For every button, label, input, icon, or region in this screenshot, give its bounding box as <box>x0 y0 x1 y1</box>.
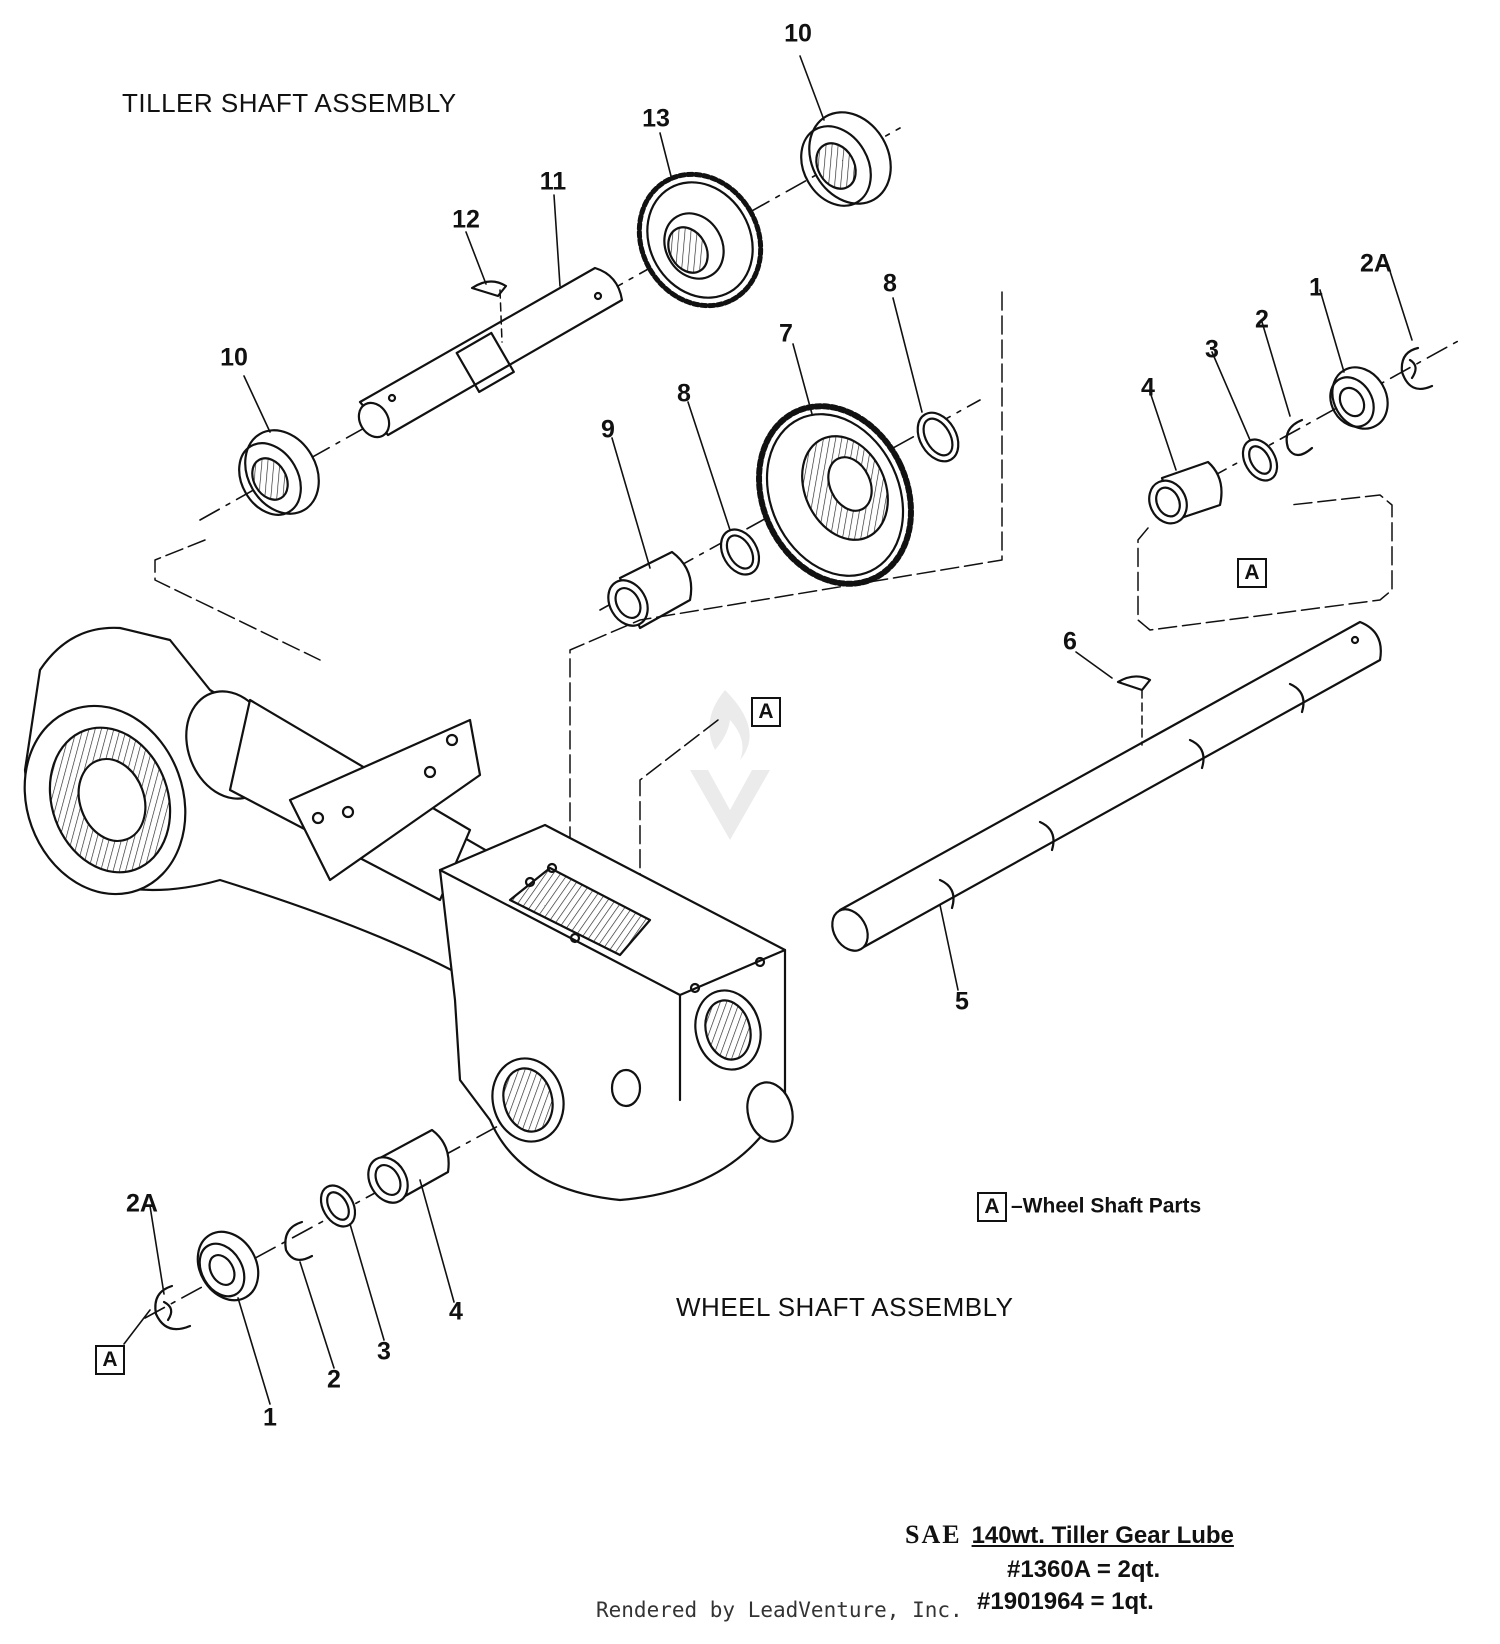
reference-a-center: A <box>751 697 781 727</box>
watermark-logo <box>690 690 770 840</box>
rendered-by-footer: Rendered by LeadVenture, Inc. <box>596 1598 963 1622</box>
reference-a-left: A <box>95 1345 125 1375</box>
callout-1-right: 1 <box>1309 273 1323 302</box>
reference-a-right: A <box>1237 558 1267 588</box>
bearing-10-left <box>238 429 320 516</box>
bearing-10-right <box>800 111 892 207</box>
wheel-shaft-assembly-title: WHEEL SHAFT ASSEMBLY <box>676 1292 1014 1322</box>
leader-lines <box>123 55 1413 1405</box>
woodruff-key-12 <box>470 280 508 298</box>
woodruff-key-6 <box>1116 675 1152 692</box>
washer-8-left <box>719 528 761 576</box>
washer-3-right <box>1241 438 1279 482</box>
legend: A–Wheel Shaft Parts <box>977 1192 1201 1222</box>
callout-10-left: 10 <box>220 343 248 372</box>
tiller-housing <box>23 626 794 1202</box>
wheel-shaft-5 <box>831 620 1382 952</box>
callout-3-right: 3 <box>1205 335 1219 364</box>
lube-line-1qt: #1901964 = 1qt. <box>977 1588 1154 1615</box>
bearing-1-right <box>1329 366 1389 430</box>
bearing-1-left <box>196 1230 260 1302</box>
callout-2a-right: 2A <box>1360 249 1392 278</box>
spacer-4-right <box>1148 460 1223 525</box>
callout-9: 9 <box>601 415 615 444</box>
callout-6: 6 <box>1063 627 1077 656</box>
retaining-ring-2-left <box>284 1220 314 1261</box>
washer-3-left <box>319 1184 357 1228</box>
callout-2-left: 2 <box>327 1365 341 1394</box>
callout-11: 11 <box>539 167 567 196</box>
callout-2a-left: 2A <box>126 1189 158 1218</box>
mounting-bracket <box>288 718 482 882</box>
lube-note: SAE 140wt. Tiller Gear Lube #1360A = 2qt.… <box>905 1520 1234 1616</box>
hairpin-clip-2a-left <box>154 1284 192 1331</box>
callout-5: 5 <box>955 987 969 1016</box>
callout-8-upper: 8 <box>883 269 897 298</box>
tiller-shaft-assembly-title: TILLER SHAFT ASSEMBLY <box>122 88 457 118</box>
callout-10-top: 10 <box>784 19 812 48</box>
hairpin-clip-2a-right <box>1400 346 1434 390</box>
callout-13: 13 <box>642 104 670 133</box>
callout-12: 12 <box>452 205 480 234</box>
spacer-9 <box>607 550 693 630</box>
tiller-axis-line <box>199 127 901 521</box>
washer-8-right <box>916 411 960 463</box>
callout-7: 7 <box>779 319 793 348</box>
lube-title: 140wt. Tiller Gear Lube <box>971 1522 1234 1549</box>
callout-4-right: 4 <box>1141 373 1155 402</box>
legend-text: –Wheel Shaft Parts <box>1011 1194 1202 1218</box>
lube-line-2qt: #1360A = 2qt. <box>1007 1556 1161 1583</box>
retaining-ring-2-right <box>1285 418 1314 457</box>
callout-2-right: 2 <box>1255 305 1269 334</box>
legend-box-a: A <box>977 1192 1007 1222</box>
gear-13 <box>636 171 764 309</box>
callout-1-left: 1 <box>263 1403 277 1432</box>
callout-8-lower: 8 <box>677 379 691 408</box>
tiller-shaft-11 <box>357 266 624 439</box>
gear-7 <box>756 403 914 587</box>
callout-3-left: 3 <box>377 1337 391 1366</box>
spacer-4-left <box>367 1128 450 1204</box>
lube-prefix: SAE <box>905 1520 962 1549</box>
tiller-connector-line <box>154 539 321 661</box>
callout-4-left: 4 <box>449 1297 463 1326</box>
